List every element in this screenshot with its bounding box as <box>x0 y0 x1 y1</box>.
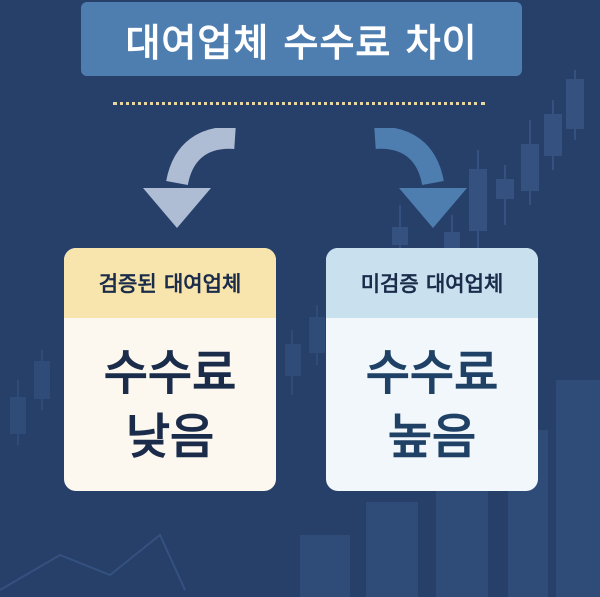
verified-rental-body: 수수료 낮음 <box>64 318 276 491</box>
unverified-rental-header-label: 미검증 대여업체 <box>360 272 504 296</box>
unverified-rental-card: 미검증 대여업체 수수료 높음 <box>326 248 538 491</box>
verified-rental-card: 검증된 대여업체 수수료 낮음 <box>64 248 276 491</box>
fee-level-low: 낮음 <box>125 408 215 465</box>
title-banner: 대여업체 수수료 차이 <box>81 2 522 76</box>
curved-arrow-right-icon <box>374 128 467 228</box>
verified-rental-header: 검증된 대여업체 <box>64 248 276 318</box>
unverified-rental-header: 미검증 대여업체 <box>326 248 538 318</box>
dotted-divider <box>113 102 485 105</box>
fee-label: 수수료 <box>103 344 237 401</box>
page-title: 대여업체 수수료 차이 <box>125 20 478 65</box>
unverified-rental-body: 수수료 높음 <box>326 318 538 491</box>
fee-label: 수수료 <box>365 344 499 401</box>
verified-rental-header-label: 검증된 대여업체 <box>98 272 242 296</box>
fee-level-high: 높음 <box>387 408 477 465</box>
curved-arrow-left-icon <box>143 128 236 228</box>
